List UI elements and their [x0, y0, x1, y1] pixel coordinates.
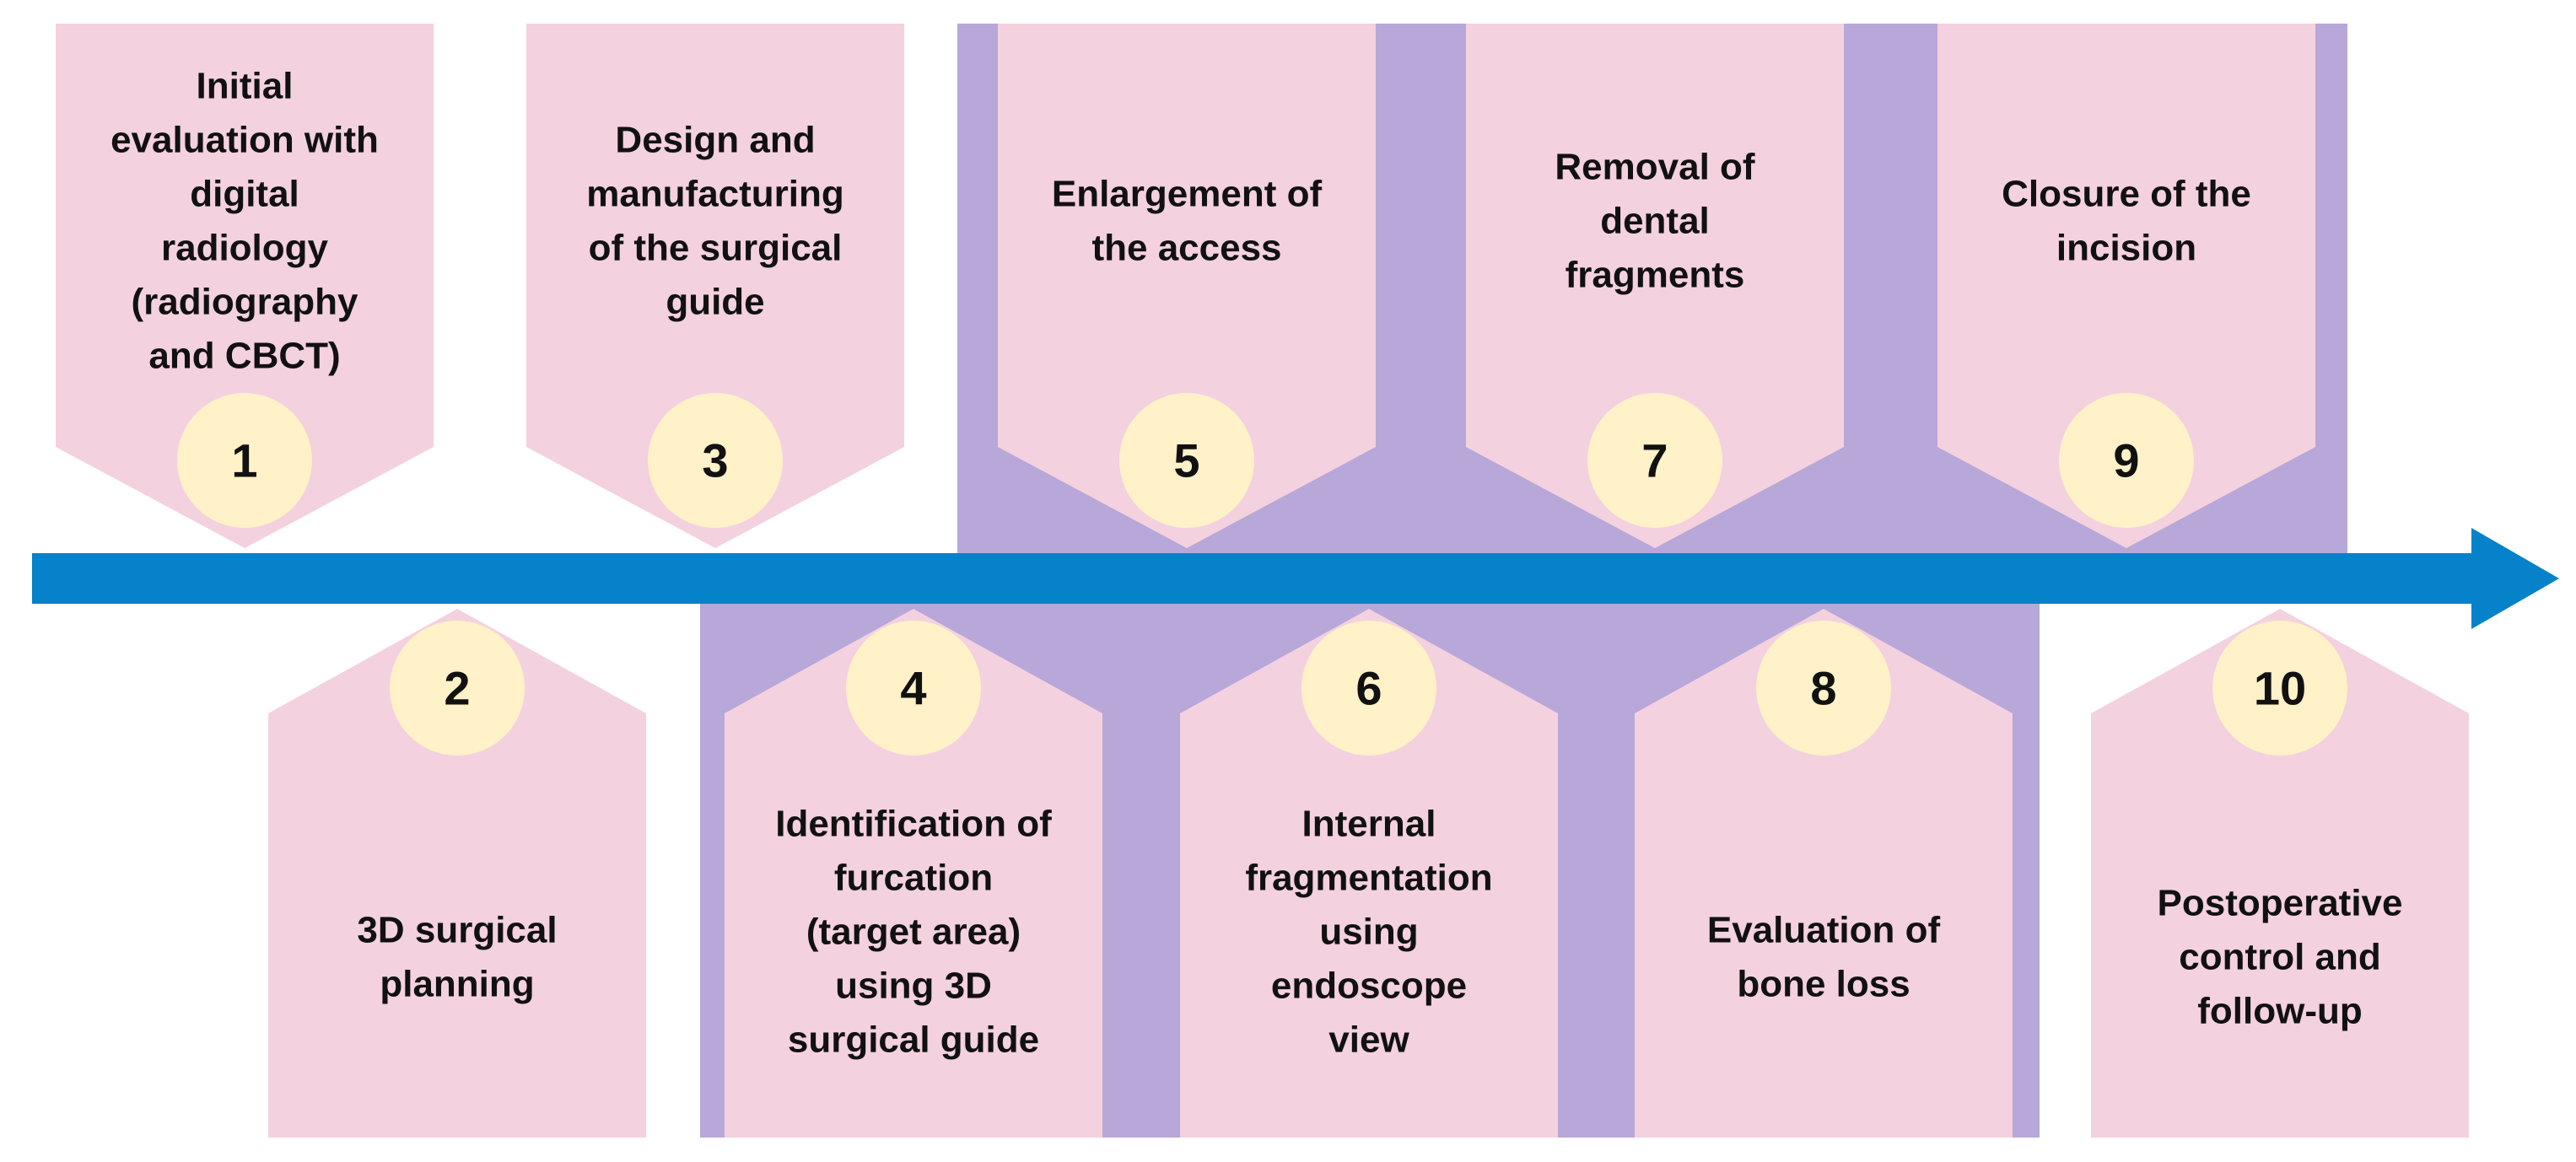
timeline-arrow — [32, 528, 2559, 629]
step-label-line: planning — [380, 964, 534, 1005]
step-card — [268, 609, 646, 1138]
step-number-badge — [2059, 393, 2194, 528]
step-label-line: fragmentation — [1245, 858, 1492, 899]
step-label-line: using — [1319, 912, 1418, 953]
step-label-line: evaluation with — [110, 120, 379, 161]
step-card — [1180, 609, 1558, 1138]
step-number-badge — [1587, 393, 1722, 528]
step-card — [1937, 24, 2315, 548]
step-5: 5 Enlargement of the access — [998, 24, 1376, 548]
step-label-line: 3D surgical — [357, 910, 557, 951]
step-label-line: fragments — [1566, 255, 1745, 296]
step-label-line: guide — [666, 282, 764, 323]
step-label-line: Identification of — [775, 804, 1052, 845]
step-label-line: follow-up — [2197, 991, 2363, 1032]
step-card — [725, 609, 1102, 1138]
step-7: 7 Removal of dental fragments — [1466, 24, 1844, 548]
timeline-arrow-shaft — [32, 553, 2478, 604]
step-number: 8 — [1810, 662, 1836, 715]
step-2: 2 3D surgical planning — [268, 609, 646, 1138]
step-label-line: Removal of — [1555, 147, 1755, 188]
step-1: 1 Initial evaluation with digital radiology (… — [56, 24, 434, 548]
step-card — [1635, 609, 2013, 1138]
step-3: 3 Design and manufacturing of the surgical g… — [526, 24, 904, 548]
step-label-line: Enlargement of — [1052, 174, 1323, 215]
step-label-line: and CBCT) — [148, 336, 340, 377]
step-label-line: Internal — [1302, 804, 1436, 845]
step-label-line: Initial — [197, 66, 294, 107]
step-label-line: using 3D — [835, 966, 992, 1007]
step-card — [998, 24, 1376, 548]
step-number: 6 — [1355, 662, 1382, 715]
step-label-line: surgical guide — [788, 1019, 1039, 1061]
step-number: 10 — [2254, 662, 2306, 715]
step-number-badge — [1119, 393, 1254, 528]
step-number-badge — [2212, 621, 2347, 756]
step-number: 4 — [900, 662, 926, 715]
step-label-line: Postoperative — [2158, 883, 2403, 924]
step-9: 9 Closure of the incision — [1937, 24, 2315, 548]
step-label-line: dental — [1600, 201, 1710, 242]
step-label-line: Evaluation of — [1707, 910, 1941, 951]
step-label-line: bone loss — [1737, 964, 1910, 1005]
step-label-line: digital — [190, 174, 299, 215]
step-number: 3 — [702, 434, 728, 487]
step-label-line: view — [1328, 1019, 1409, 1061]
step-label-line: (target area) — [806, 912, 1021, 953]
step-number-badge — [1301, 621, 1436, 756]
step-label-line: incision — [2056, 228, 2196, 269]
step-label-line: the access — [1091, 228, 1281, 269]
step-number: 9 — [2113, 434, 2139, 487]
step-number-badge — [177, 393, 312, 528]
step-number-badge — [390, 621, 525, 756]
step-number: 1 — [231, 434, 257, 487]
step-card — [56, 24, 434, 548]
step-number-badge — [1756, 621, 1891, 756]
step-label-line: Closure of the — [2002, 174, 2251, 215]
step-card — [526, 24, 904, 548]
steps-layer: 1 Initial evaluation with digital radiology (… — [56, 24, 2469, 1138]
step-label-line: radiology — [161, 228, 329, 269]
step-label-line: of the surgical — [589, 228, 843, 269]
timeline-arrow-head — [2471, 528, 2559, 629]
step-number-badge — [648, 393, 783, 528]
step-label-line: manufacturing — [586, 174, 844, 215]
step-card — [1466, 24, 1844, 548]
step-number: 5 — [1173, 434, 1199, 487]
step-label-line: furcation — [834, 858, 993, 899]
step-label-line: Design and — [615, 120, 815, 161]
step-number: 2 — [444, 662, 470, 715]
step-number-badge — [846, 621, 981, 756]
step-card — [2091, 609, 2469, 1138]
step-number: 7 — [1641, 434, 1668, 487]
step-label-line: (radiography — [132, 282, 358, 323]
step-label-line: endoscope — [1271, 966, 1467, 1007]
step-label-line: control and — [2179, 937, 2381, 978]
